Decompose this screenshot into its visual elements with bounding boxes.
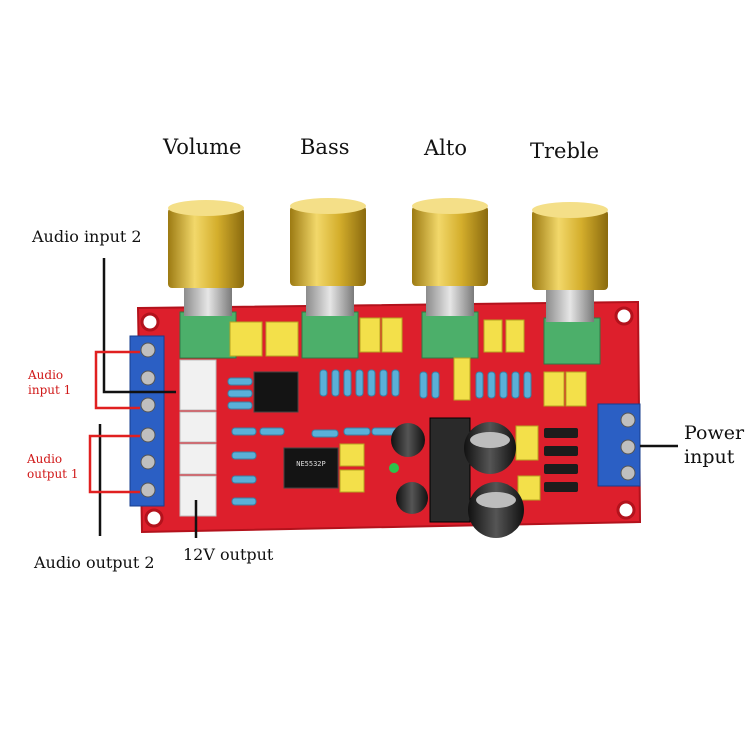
- terminal-block-right: [597, 403, 641, 487]
- film-capacitor: [381, 317, 403, 353]
- heatsink: [429, 417, 471, 523]
- mount-hole: [144, 508, 164, 528]
- label-audio-input-1-line1: Audio: [28, 368, 64, 382]
- electrolytic-capacitor: [391, 423, 425, 457]
- label-audio-output-1: Audio output 1: [27, 452, 78, 482]
- label-power-input: Power input: [684, 422, 744, 470]
- knob-label-volume: Volume: [163, 135, 242, 159]
- rectifier-diodes: [544, 428, 578, 492]
- film-capacitor: [453, 357, 471, 401]
- label-12v-output: 12V output: [183, 545, 274, 564]
- label-audio-output-1-line2: output 1: [27, 467, 79, 481]
- pot-body: [179, 311, 237, 359]
- mount-hole: [614, 306, 634, 326]
- film-capacitor: [339, 469, 365, 493]
- film-capacitor: [229, 321, 263, 357]
- mount-hole: [616, 500, 636, 520]
- knob-alto: [412, 198, 488, 286]
- label-power-input-line1: Power: [684, 422, 745, 444]
- callout-lines-black: [98, 258, 678, 538]
- knob-label-alto: Alto: [424, 136, 467, 160]
- pot-shaft: [546, 286, 594, 322]
- label-audio-output-1-line1: Audio: [27, 452, 63, 466]
- pot-body: [301, 311, 359, 359]
- film-capacitor: [505, 319, 525, 353]
- resistor-row-2: [231, 427, 399, 506]
- chip-text: NE5532P: [296, 460, 326, 468]
- film-capacitor: [359, 317, 381, 353]
- mount-hole: [140, 312, 160, 332]
- film-capacitor: [565, 371, 587, 407]
- opamp-chip: [283, 447, 339, 489]
- knob-volume: [168, 200, 244, 288]
- callout-brackets-red: [88, 350, 140, 494]
- film-capacitor: [483, 319, 503, 353]
- label-audio-output-2: Audio output 2: [34, 553, 155, 572]
- film-capacitor: [339, 443, 365, 467]
- led-indicator: [389, 463, 399, 473]
- knob-label-bass: Bass: [300, 135, 350, 159]
- knob-bass: [290, 198, 366, 286]
- electrolytic-capacitor: [468, 482, 524, 538]
- electrolytic-capacitor: [396, 482, 428, 514]
- film-capacitor: [517, 475, 541, 501]
- label-power-input-line2: input: [684, 445, 735, 468]
- knob-label-treble: Treble: [530, 139, 600, 163]
- opamp-chip: [253, 371, 299, 413]
- label-audio-input-1-line2: input 1: [28, 383, 72, 397]
- pot-body: [421, 311, 479, 359]
- terminal-block-left: [129, 335, 165, 507]
- label-audio-input-1: Audio input 1: [28, 368, 71, 398]
- resistor-row-1: [227, 369, 532, 410]
- film-capacitor: [543, 371, 565, 407]
- film-capacitor: [515, 425, 539, 461]
- film-capacitor: [265, 321, 299, 357]
- white-connector: [179, 359, 217, 517]
- pot-body: [543, 317, 601, 365]
- knob-treble: [532, 202, 608, 290]
- label-audio-input-2: Audio input 2: [32, 227, 142, 246]
